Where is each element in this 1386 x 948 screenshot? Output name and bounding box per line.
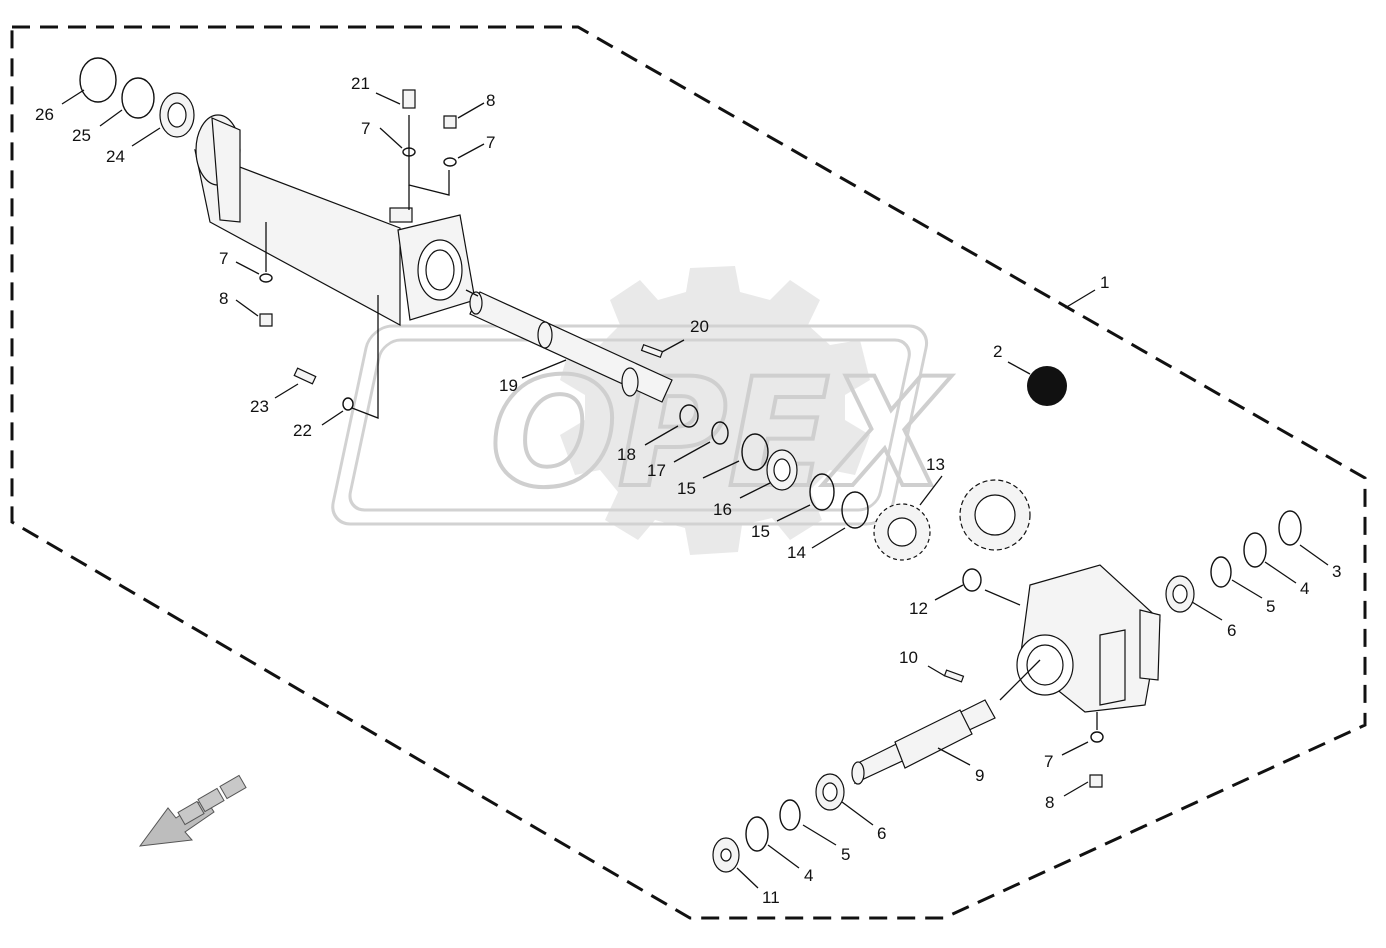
leader-line-7 — [379, 127, 403, 149]
leader-line-8 — [1063, 781, 1089, 797]
watermark-logo: OPEX — [331, 266, 954, 555]
callout-4: 4 — [804, 866, 813, 885]
callout-1: 1 — [1100, 273, 1109, 292]
leader-line-7 — [457, 143, 485, 159]
bevel-gears — [873, 479, 1031, 561]
callout-8: 8 — [486, 91, 495, 110]
callout-25: 25 — [72, 126, 91, 145]
callout-16: 16 — [713, 500, 732, 519]
leader-line-15 — [776, 504, 811, 522]
leader-line-8 — [235, 299, 259, 317]
leader-line-18 — [644, 425, 679, 446]
callout-8: 8 — [1045, 793, 1054, 812]
callout-8: 8 — [219, 289, 228, 308]
leader-line-20 — [661, 339, 685, 353]
callout-18: 18 — [617, 445, 636, 464]
gearbox-housing — [1016, 564, 1161, 713]
callout-19: 19 — [499, 376, 518, 395]
callout-2: 2 — [993, 342, 1002, 361]
leader-line-17 — [673, 441, 711, 463]
leader-line-13 — [919, 475, 943, 506]
watermark-text: OPEX — [490, 347, 952, 521]
leader-line-6 — [1191, 601, 1223, 621]
callout-12: 12 — [909, 599, 928, 618]
leader-line-1 — [1064, 289, 1096, 309]
leader-line-8 — [457, 102, 485, 119]
callout-15: 15 — [677, 479, 696, 498]
callout-7: 7 — [486, 133, 495, 152]
leader-line-4 — [767, 844, 800, 869]
leader-line-5 — [1231, 579, 1263, 599]
leader-line-16 — [739, 482, 771, 499]
callout-5: 5 — [1266, 597, 1275, 616]
callout-4: 4 — [1300, 579, 1309, 598]
leader-line-19 — [521, 359, 567, 379]
callout-7: 7 — [219, 249, 228, 268]
callout-10: 10 — [899, 648, 918, 667]
callout-7: 7 — [361, 119, 370, 138]
callout-9: 9 — [975, 766, 984, 785]
lower-shaft — [851, 699, 996, 785]
small-hardware — [259, 89, 1104, 788]
callout-21: 21 — [351, 74, 370, 93]
callout-26: 26 — [35, 105, 54, 124]
leader-line-23 — [274, 383, 299, 399]
callout-24: 24 — [106, 147, 125, 166]
leader-line-12 — [934, 584, 964, 601]
callout-20: 20 — [690, 317, 709, 336]
leader-line-11 — [736, 867, 759, 889]
filled-circle-icon — [1027, 366, 1067, 406]
callout-11: 11 — [762, 888, 780, 907]
leader-line-5 — [802, 824, 837, 846]
rings-and-bearings — [79, 57, 1302, 873]
leader-line-15 — [702, 460, 740, 479]
callout-23: 23 — [250, 397, 269, 416]
direction-arrow-icon — [138, 774, 247, 847]
leader-line-9 — [937, 747, 971, 766]
callout-13: 13 — [926, 455, 945, 474]
leader-line-22 — [321, 410, 344, 426]
callout-6: 6 — [1227, 621, 1236, 640]
callout-22: 22 — [293, 421, 312, 440]
callout-17: 17 — [647, 461, 666, 480]
leader-line-26 — [61, 89, 85, 105]
leader-line-6 — [841, 801, 874, 826]
leader-line-10 — [927, 665, 946, 677]
callout-7: 7 — [1044, 752, 1053, 771]
tube-housing — [194, 114, 476, 327]
callout-14: 14 — [787, 543, 806, 562]
callout-6: 6 — [877, 824, 886, 843]
leader-line-14 — [811, 527, 846, 549]
leader-line-3 — [1299, 544, 1329, 566]
upper-shaft — [469, 291, 673, 403]
leader-line-21 — [375, 92, 401, 105]
assembly-boundary — [10, 25, 1367, 920]
leader-line-24 — [131, 127, 161, 147]
callout-3: 3 — [1332, 562, 1341, 581]
leader-line-25 — [99, 109, 123, 127]
leader-line-7 — [235, 261, 260, 275]
callout-15: 15 — [751, 522, 770, 541]
callout-5: 5 — [841, 845, 850, 864]
leader-line-7 — [1061, 741, 1089, 756]
leader-line-4 — [1264, 561, 1297, 584]
callout-labels: 1234455667777888910111213141515161718192… — [35, 74, 1341, 907]
connector-lines — [265, 115, 1098, 730]
leader-line-2 — [1007, 361, 1031, 375]
